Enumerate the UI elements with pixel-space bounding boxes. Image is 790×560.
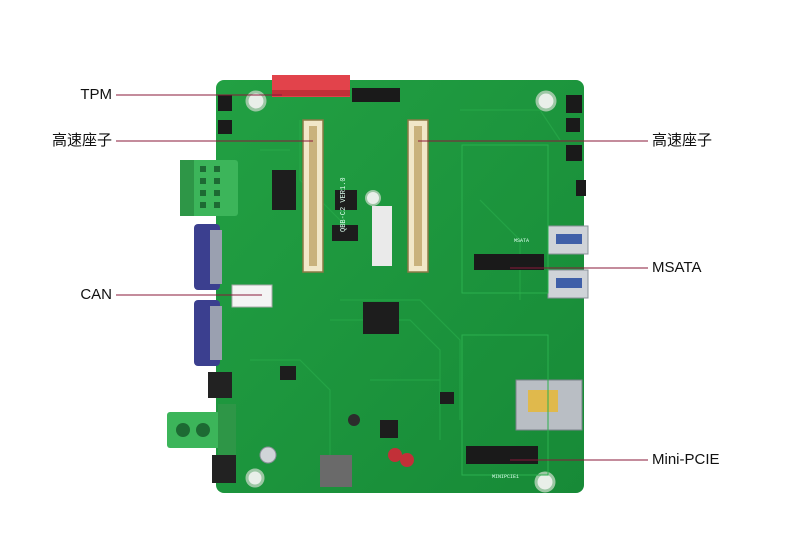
mounting-holes [245, 90, 557, 493]
callout-lines [116, 94, 648, 461]
audio-jack [208, 372, 232, 398]
callout-label-connector-left: 高速座子 [51, 132, 112, 149]
callout-label-mini-pcie: Mini-PCIE [652, 451, 720, 468]
capacitors [259, 414, 414, 467]
sim-card-slot [515, 379, 583, 431]
terminal-block-top [180, 160, 238, 216]
callout-label-can: CAN [80, 286, 112, 303]
dc-jack [212, 455, 236, 483]
ic-chips [272, 170, 454, 438]
minipcie-silkscreen: MINIPCIE1 [492, 474, 520, 480]
board-model-silkscreen: QBB-C2 VER1.0 [340, 177, 348, 232]
high-speed-connector-right [407, 119, 429, 273]
msata-slot [461, 144, 549, 294]
callout-label-tpm: TPM [80, 86, 112, 103]
terminal-block-bottom [167, 404, 236, 456]
power-inductor [320, 455, 352, 487]
serial-sticker [372, 206, 392, 266]
tpm-header [272, 75, 400, 102]
can-connector [231, 284, 273, 308]
high-speed-connector-left [302, 119, 324, 273]
edge-components [218, 95, 586, 196]
callout-label-msata: MSATA [652, 259, 702, 276]
msata-silkscreen: MSATA [514, 238, 530, 244]
usb-ports [547, 225, 589, 299]
db9-port-upper [194, 224, 222, 290]
callout-label-connector-right: 高速座子 [652, 132, 713, 149]
db9-port-lower [194, 300, 222, 366]
pcb-traces [250, 109, 561, 470]
